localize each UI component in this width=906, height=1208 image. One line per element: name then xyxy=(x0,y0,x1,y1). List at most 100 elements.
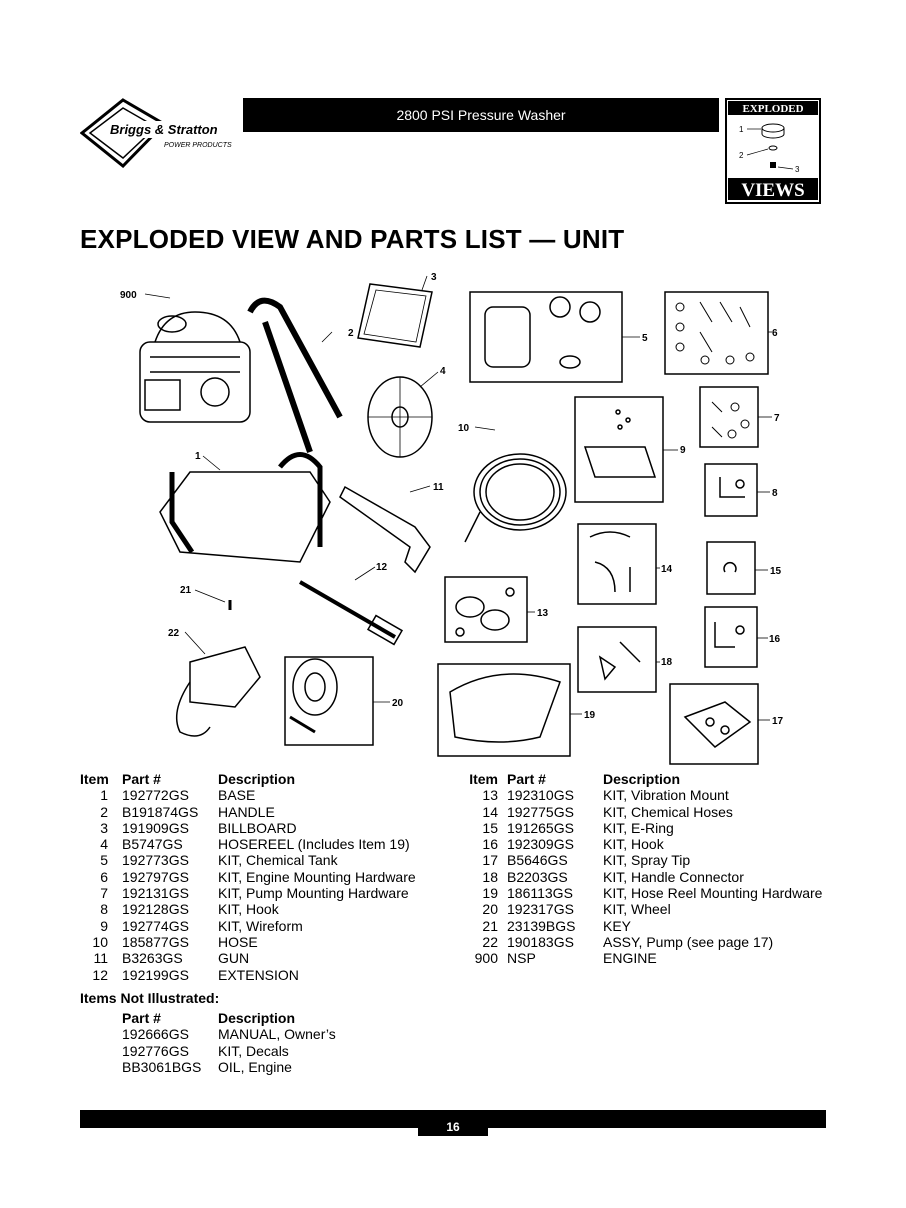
part-description: KIT, Engine Mounting Hardware xyxy=(218,868,416,885)
table-row: 20 192317GS KIT, Wheel xyxy=(466,901,846,917)
item-number: 20 xyxy=(482,901,498,918)
item-number: 900 xyxy=(474,950,498,967)
callout-22: 22 xyxy=(168,628,180,639)
part-description: HANDLE xyxy=(218,803,275,820)
page-title: EXPLODED VIEW AND PARTS LIST — UNIT xyxy=(80,224,625,254)
header-part: Part # xyxy=(122,771,161,787)
callout-8: 8 xyxy=(772,488,778,499)
callout-15: 15 xyxy=(770,566,782,577)
part-description: KIT, Decals xyxy=(218,1042,289,1059)
item-number: 7 xyxy=(100,885,108,902)
header-description: Description xyxy=(218,771,296,787)
callout-18: 18 xyxy=(661,657,673,668)
part-number: B5646GS xyxy=(507,852,568,869)
item-number: 9 xyxy=(100,917,108,934)
part-description: KIT, Hook xyxy=(603,836,664,853)
item-number: 15 xyxy=(482,819,498,836)
part-description: EXTENSION xyxy=(218,966,299,983)
item-number: 21 xyxy=(482,917,498,934)
engine-illustration xyxy=(139,311,251,423)
part-number: 192774GS xyxy=(122,917,189,934)
part-description: KIT, Chemical Tank xyxy=(218,852,338,869)
item-number: 4 xyxy=(100,836,108,853)
part-description: KIT, Wheel xyxy=(603,901,671,918)
part-number: 191909GS xyxy=(122,819,189,836)
not-illustrated-title: Items Not Illustrated: xyxy=(80,990,220,1006)
item-number: 16 xyxy=(482,836,498,853)
page-number-box: 16 xyxy=(418,1118,488,1136)
part-description: KEY xyxy=(603,917,632,934)
item-number: 5 xyxy=(100,852,108,869)
callout-3: 3 xyxy=(431,272,437,283)
part-number: 192309GS xyxy=(507,836,574,853)
table-row: 17 B5646GS KIT, Spray Tip xyxy=(466,852,846,868)
parts-list-header: Item Part # Description xyxy=(466,771,846,787)
badge-callout-1: 1 xyxy=(739,125,744,134)
part-description: KIT, Chemical Hoses xyxy=(603,803,733,820)
table-row: 12 192199GS EXTENSION xyxy=(80,967,460,983)
parts-list-header: Item Part # Description xyxy=(80,771,460,787)
table-row: BB3061BGS OIL, Engine xyxy=(80,1059,460,1075)
part-description: OIL, Engine xyxy=(218,1058,292,1075)
part-description: BASE xyxy=(218,787,256,804)
part-number: 23139BGS xyxy=(507,917,576,934)
header-description: Description xyxy=(218,1010,296,1026)
exploded-view-diagram: 900 3 2 5 6 4 10 7 9 1 11 8 14 15 12 21 … xyxy=(120,272,784,765)
part-number: 192772GS xyxy=(122,787,189,804)
callout-14: 14 xyxy=(661,564,673,575)
part-description: KIT, Wireform xyxy=(218,917,303,934)
part-number: 192310GS xyxy=(507,787,574,804)
item-number: 17 xyxy=(482,852,498,869)
item-number: 12 xyxy=(92,966,108,983)
part-number: 190183GS xyxy=(507,933,574,950)
part-description: BILLBOARD xyxy=(218,819,297,836)
callout-20: 20 xyxy=(392,698,404,709)
part-number: B5747GS xyxy=(122,836,183,853)
part-description: HOSEREEL (Includes Item 19) xyxy=(218,836,410,853)
item-number: 10 xyxy=(92,933,108,950)
part-description: ASSY, Pump (see page 17) xyxy=(603,933,774,950)
part-description: KIT, Handle Connector xyxy=(603,868,744,885)
part-number: 192775GS xyxy=(507,803,574,820)
table-row: 21 23139BGS KEY xyxy=(466,918,846,934)
part-number: B2203GS xyxy=(507,868,568,885)
part-number: NSP xyxy=(507,950,536,967)
callout-4: 4 xyxy=(440,366,446,377)
product-title: 2800 PSI Pressure Washer xyxy=(396,107,566,123)
callout-5: 5 xyxy=(642,333,648,344)
part-description: ENGINE xyxy=(603,950,657,967)
exploded-views-badge: EXPLODED 1 2 3 VIEWS xyxy=(725,98,821,204)
item-number: 8 xyxy=(100,901,108,918)
part-description: KIT, Pump Mounting Hardware xyxy=(218,885,409,902)
callout-1: 1 xyxy=(195,451,201,462)
part-description: GUN xyxy=(218,950,250,967)
part-description: HOSE xyxy=(218,933,258,950)
badge-callout-3: 3 xyxy=(795,165,800,174)
part-number: 191265GS xyxy=(507,819,574,836)
badge-callout-2: 2 xyxy=(739,151,744,160)
callout-16: 16 xyxy=(769,634,781,645)
item-number: 3 xyxy=(100,819,108,836)
part-number: B3263GS xyxy=(122,950,183,967)
callout-12: 12 xyxy=(376,562,388,573)
part-number: 192317GS xyxy=(507,901,574,918)
header-part: Part # xyxy=(122,1010,161,1026)
item-number: 19 xyxy=(482,885,498,902)
callout-7: 7 xyxy=(774,413,780,424)
part-number: 192199GS xyxy=(122,966,189,983)
part-number: BB3061BGS xyxy=(122,1058,202,1075)
part-description: KIT, Spray Tip xyxy=(603,852,691,869)
